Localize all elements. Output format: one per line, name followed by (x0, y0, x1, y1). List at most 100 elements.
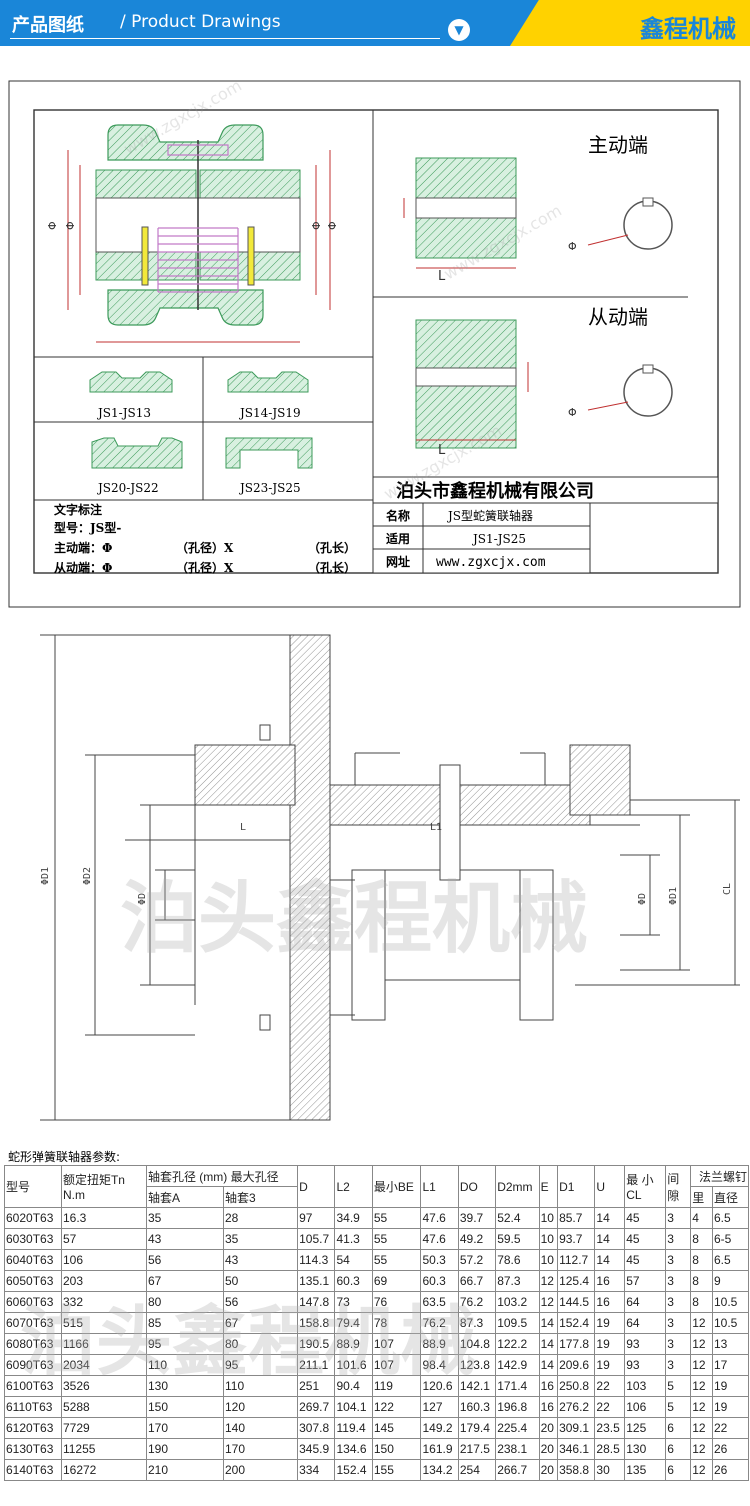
table-cell: 254 (457, 1459, 497, 1481)
table-cell: 17 (711, 1354, 750, 1376)
assembly-drawing: ΦD1 ΦD2 ΦD L L1 ΦD ΦD1 CL 泊头鑫程机械 (40, 634, 740, 1121)
table-cell: 210 (145, 1459, 225, 1481)
header-title-en: / Product Drawings (120, 12, 281, 32)
table-cell: 6070T63 (4, 1312, 62, 1334)
table-cell: 12 (538, 1270, 559, 1292)
dim-label-d: ΦD (137, 893, 148, 905)
table-cell: 10 (538, 1249, 559, 1271)
table-cell: 87.3 (495, 1270, 540, 1292)
table-cell: 85.7 (557, 1207, 596, 1229)
table-cell: 6080T63 (4, 1333, 62, 1355)
table-cell: 125.4 (557, 1270, 596, 1292)
table-cell: 19 (594, 1333, 626, 1355)
driven-end-view: L Φ 从动端 (415, 305, 673, 458)
svg-text:从动端：Φ: 从动端：Φ (54, 560, 112, 575)
table-cell: 190.5 (297, 1333, 336, 1355)
table-cell: 55 (371, 1249, 422, 1271)
svg-text:型号：JS型-: 型号：JS型- (54, 520, 121, 535)
table-cell: 19 (711, 1375, 750, 1397)
svg-text:文字标注: 文字标注 (54, 502, 102, 517)
table-cell: 135.1 (297, 1270, 336, 1292)
table-cell: 76.2 (457, 1291, 497, 1313)
table-cell: 73 (334, 1291, 373, 1313)
col-bore: 轴套孔径 (mm) 最大孔径 (145, 1165, 299, 1187)
table-cell: 120 (222, 1396, 299, 1418)
table-cell: 12 (690, 1396, 713, 1418)
svg-text:JS型蛇簧联轴器: JS型蛇簧联轴器 (446, 508, 533, 523)
col-d1: D1 (557, 1165, 596, 1208)
table-cell: 251 (297, 1375, 336, 1397)
table-cell: 16272 (60, 1459, 147, 1481)
table-cell: 2034 (60, 1354, 147, 1376)
svg-text:（孔径）X: （孔径）X (176, 560, 234, 575)
table-header-row-2: 轴套A 轴套3 里 直径 (5, 1186, 750, 1208)
table-cell: 54 (334, 1249, 373, 1271)
table-cell: 34.9 (334, 1207, 373, 1229)
table-cell: 57.2 (457, 1249, 497, 1271)
table-cell: 135 (624, 1459, 667, 1481)
table-cell: 101.6 (334, 1354, 373, 1376)
header-title-cn: 产品图纸 (12, 15, 84, 36)
table-cell: 43 (222, 1249, 299, 1271)
table-cell: 6130T63 (4, 1438, 62, 1460)
table-cell: 20 (538, 1438, 559, 1460)
table-cell: 93.7 (557, 1228, 596, 1250)
chevron-down-icon[interactable]: ▼ (448, 19, 470, 41)
table-cell: 43 (145, 1228, 225, 1250)
table-cell: 144.5 (557, 1291, 596, 1313)
table-cell: 107 (371, 1354, 422, 1376)
table-cell: 16 (538, 1375, 559, 1397)
table-cell: 107 (371, 1333, 422, 1355)
table-cell: 12 (690, 1438, 713, 1460)
table-cell: 6020T63 (4, 1207, 62, 1229)
table-cell: 52.4 (495, 1207, 540, 1229)
section-header: 产品图纸 / Product Drawings ▼ 鑫程机械 (0, 0, 750, 46)
variant-label-1: JS1-JS13 (96, 406, 151, 420)
table-cell: 142.9 (495, 1354, 540, 1376)
svg-text:名称: 名称 (386, 508, 410, 523)
col-do: DO (457, 1165, 497, 1208)
table-cell: 3 (665, 1291, 692, 1313)
col-l2: L2 (334, 1165, 373, 1208)
table-cell: 20 (538, 1459, 559, 1481)
table-cell: 266.7 (495, 1459, 540, 1481)
table-cell: 217.5 (457, 1438, 497, 1460)
table-cell: 269.7 (297, 1396, 336, 1418)
table-cell: 9 (711, 1270, 750, 1292)
col-gap: 间隙 (665, 1165, 692, 1208)
col-sleeve-a: 轴套A (145, 1186, 225, 1208)
table-cell: 19 (594, 1312, 626, 1334)
table-cell: 12 (690, 1312, 713, 1334)
col-e: E (538, 1165, 559, 1208)
table-cell: 55 (371, 1228, 422, 1250)
table-cell: 12 (538, 1291, 559, 1313)
table-cell: 3526 (60, 1375, 147, 1397)
table-cell: 63.5 (420, 1291, 459, 1313)
table-cell: 6050T63 (4, 1270, 62, 1292)
table-cell: 119.4 (334, 1417, 373, 1439)
table-cell: 334 (297, 1459, 336, 1481)
table-cell: 88.9 (420, 1333, 459, 1355)
table-cell: 3 (665, 1228, 692, 1250)
table-cell: 161.9 (420, 1438, 459, 1460)
header-underline (10, 38, 440, 39)
table-cell: 76.2 (420, 1312, 459, 1334)
table-cell: 203 (60, 1270, 147, 1292)
table-cell: 66.7 (457, 1270, 497, 1292)
table-cell: 3 (665, 1207, 692, 1229)
table-cell: 170 (145, 1417, 225, 1439)
table-cell: 78 (371, 1312, 422, 1334)
table-title: 蛇形弹簧联轴器参数: (8, 1150, 121, 1164)
header-yellow-bar (510, 0, 750, 46)
table-cell: 80 (145, 1291, 225, 1313)
table-cell: 109.5 (495, 1312, 540, 1334)
table-cell: 88.9 (334, 1333, 373, 1355)
table-cell: 80 (222, 1333, 299, 1355)
table-cell: 60.3 (334, 1270, 373, 1292)
table-cell: 6.5 (711, 1207, 750, 1229)
table-cell: 104.1 (334, 1396, 373, 1418)
table-cell: 276.2 (557, 1396, 596, 1418)
